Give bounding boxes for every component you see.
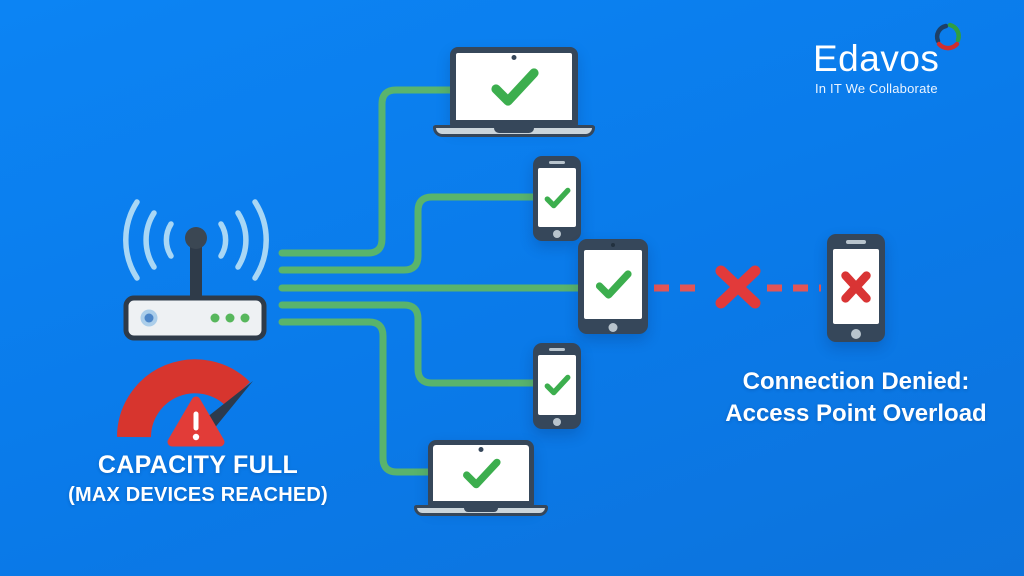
capacity-gauge-icon — [117, 359, 253, 447]
connection-lines — [278, 86, 584, 476]
tablet-camera-icon — [611, 243, 615, 247]
edavos-logo: Edavos In IT We Collaborate — [780, 20, 980, 100]
router-led — [210, 313, 220, 323]
checkmark-icon — [463, 458, 501, 488]
logo-swirl-icon — [934, 22, 961, 51]
capacity-label: CAPACITY FULL (MAX DEVICES REACHED) — [36, 451, 360, 507]
denied-message: Connection Denied: Access Point Overload — [706, 366, 1006, 430]
phone-home-button — [851, 328, 861, 339]
phone-home-button — [553, 230, 561, 238]
denied-x-icon — [715, 265, 761, 309]
phone-home-button — [553, 418, 561, 426]
connection-line-upper-phone — [278, 193, 540, 274]
x-icon — [841, 270, 871, 303]
connection-line-bottom-laptop — [278, 318, 434, 476]
device-tablet-middle — [578, 239, 648, 334]
webcam-dot-icon — [511, 55, 517, 60]
phone-speaker-icon — [549, 161, 565, 164]
checkmark-icon — [544, 187, 571, 208]
laptop-hinge-notch — [464, 508, 498, 512]
wifi-waves-icon — [123, 199, 269, 281]
checkmark-icon — [491, 67, 539, 106]
router-led — [225, 313, 235, 323]
logo-tagline: In IT We Collaborate — [815, 81, 938, 96]
checkmark-icon — [595, 270, 632, 299]
device-smartphone-upper — [533, 156, 581, 241]
device-laptop-bottom — [414, 438, 548, 517]
device-smartphone-denied — [827, 234, 885, 342]
device-smartphone-lower — [533, 343, 581, 429]
warning-triangle-icon — [167, 396, 225, 447]
connection-line-lower-phone — [278, 301, 540, 387]
device-laptop-top — [433, 45, 595, 138]
router-led — [240, 313, 250, 323]
webcam-dot-icon — [478, 447, 484, 452]
wifi-router-icon — [123, 227, 267, 341]
laptop-hinge-notch — [494, 128, 534, 133]
capacity-title: CAPACITY FULL — [97, 451, 299, 479]
denied-message-line2: Access Point Overload — [725, 400, 987, 427]
tablet-home-button — [608, 322, 618, 332]
checkmark-icon — [544, 374, 571, 396]
phone-speaker-icon — [846, 240, 866, 244]
phone-speaker-icon — [549, 348, 565, 351]
capacity-subtitle: (MAX DEVICES REACHED) — [68, 484, 328, 506]
connection-line-top-laptop — [278, 86, 456, 257]
denied-message-line1: Connection Denied: — [742, 368, 970, 395]
logo-name: Edavos — [813, 38, 940, 79]
